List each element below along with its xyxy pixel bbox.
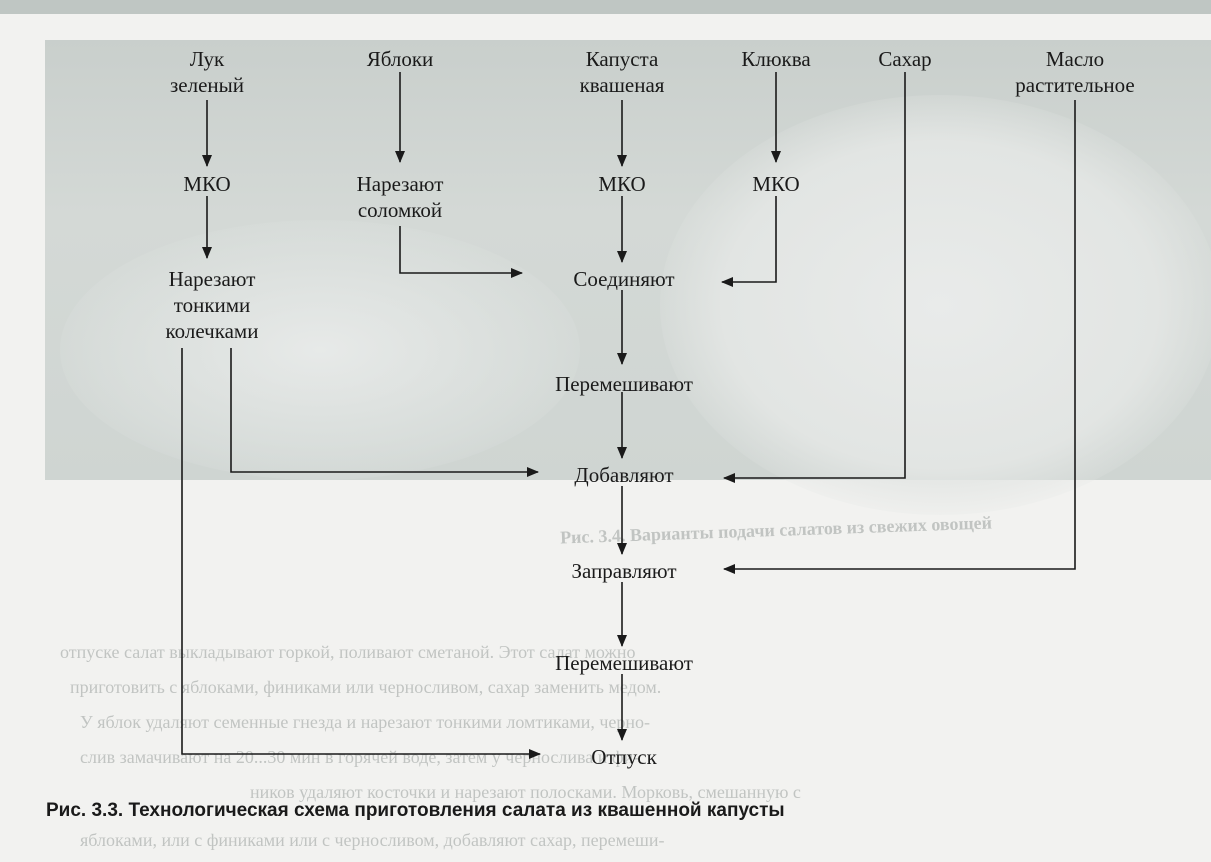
node-mix2: Перемешивают [555, 651, 693, 675]
bleed-line: слив замачивают на 20...30 мин в горячей… [80, 747, 640, 767]
bleed-line: У яблок удаляют семенные гнезда и нареза… [80, 712, 651, 732]
node-apples: Яблоки [366, 47, 434, 71]
bleed-line: яблоками, или с финиками или с чернослив… [80, 830, 665, 850]
node-mix1: Перемешивают [555, 372, 693, 396]
node-mko-onion: МКО [183, 172, 231, 196]
arrow-sugar-to-add [723, 72, 906, 483]
arrow-oil-to-dress [723, 100, 1076, 574]
node-serve: Отпуск [591, 745, 657, 769]
arrow-cut-onion-to-add [230, 348, 539, 477]
arrow-mko-cranberry-to-combine [721, 196, 777, 287]
plate-highlight-left [60, 220, 580, 480]
arrow-cut-apples-to-combine [399, 226, 523, 278]
node-dress: Заправляют [571, 559, 677, 583]
bleed-line: отпуске салат выкладывают горкой, полива… [60, 642, 636, 662]
node-mko-cranberry: МКО [752, 172, 800, 196]
node-mko-cabbage: МКО [598, 172, 646, 196]
top-strip [0, 0, 1211, 14]
node-sugar: Сахар [878, 47, 932, 71]
node-add: Добавляют [574, 463, 674, 487]
figure-caption: Рис. 3.3. Технологическая схема приготов… [46, 800, 785, 821]
bleed-line: ников удаляют косточки и нарезают полоск… [250, 782, 801, 802]
node-combine: Соединяют [573, 267, 675, 291]
bleed-line: приготовить с яблоками, финиками или чер… [70, 677, 662, 697]
arrow-cut-onion-to-serve [181, 348, 541, 759]
plate-highlight [660, 95, 1211, 515]
node-cranberry: Клюква [741, 47, 811, 71]
